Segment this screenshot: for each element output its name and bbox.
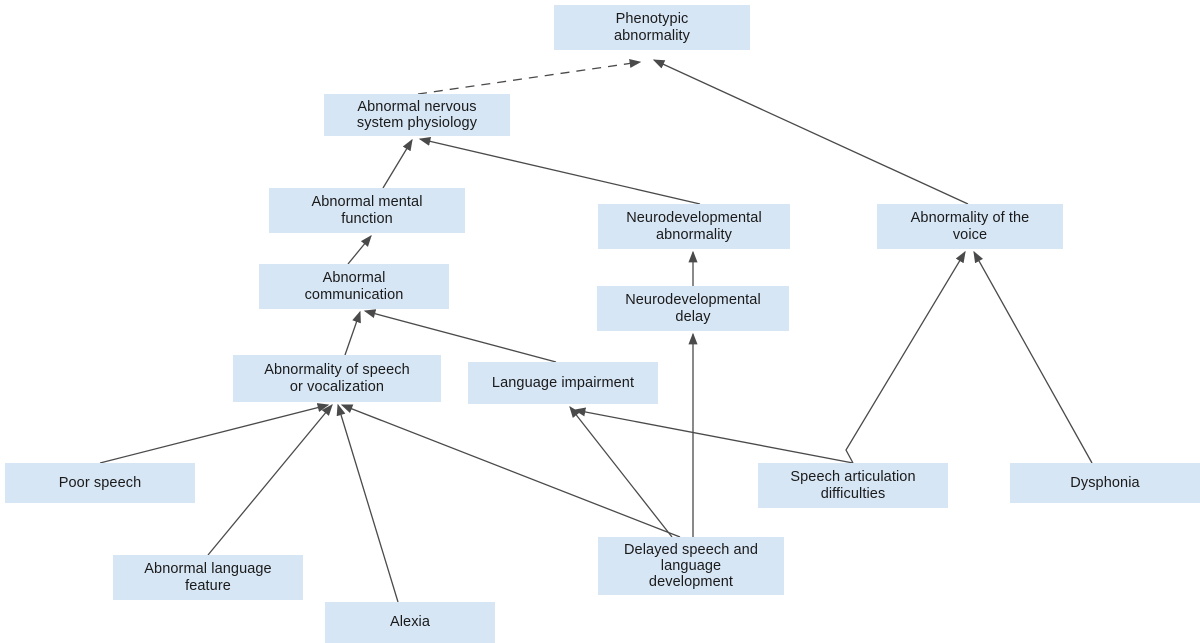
edge-abnormal_mental_function-to-abnormal_nervous_system_physiology <box>382 138 413 189</box>
edge-abnormal_language_feature-to-abnormality_of_speech_or_vocalization <box>207 403 333 556</box>
node-label: Abnormal communication <box>304 270 404 303</box>
node-abnormal_mental_function[interactable]: Abnormal mental function <box>269 188 465 233</box>
node-neurodevelopmental_abnormality[interactable]: Neurodevelopmental abnormality <box>598 204 790 249</box>
edge-poor_speech-to-abnormality_of_speech_or_vocalization <box>99 403 330 464</box>
edge-alexia-to-abnormality_of_speech_or_vocalization <box>336 403 399 603</box>
node-label: Speech articulation difficulties <box>790 469 916 502</box>
edge-dysphonia-to-abnormality_of_the_voice <box>973 250 1093 464</box>
node-abnormal_nervous_system_physiology[interactable]: Abnormal nervous system physiology <box>324 94 510 136</box>
node-label: Delayed speech and language development <box>623 541 758 591</box>
edge-speech_articulation_difficulties-to-language_impairment <box>573 407 854 464</box>
node-neurodevelopmental_delay[interactable]: Neurodevelopmental delay <box>597 286 789 331</box>
node-abnormal_language_feature[interactable]: Abnormal language feature <box>113 555 303 600</box>
edge-abnormality_of_speech_or_vocalization-to-abnormal_communication <box>344 310 361 356</box>
node-abnormality_of_the_voice[interactable]: Abnormality of the voice <box>877 204 1063 249</box>
edge-delayed_speech_and_language_development-to-language_impairment <box>569 405 673 538</box>
edge-abnormal_communication-to-abnormal_mental_function <box>347 234 372 265</box>
node-label: Neurodevelopmental abnormality <box>626 210 762 243</box>
node-label: Poor speech <box>58 474 142 491</box>
node-label: Abnormal nervous system physiology <box>356 98 478 131</box>
node-language_impairment[interactable]: Language impairment <box>468 362 658 404</box>
node-label: Abnormal mental function <box>311 194 423 227</box>
node-poor_speech[interactable]: Poor speech <box>5 463 195 503</box>
edge-abnormality_of_the_voice-to-phenotypic_abnormality <box>652 59 969 205</box>
node-phenotypic_abnormality[interactable]: Phenotypic abnormality <box>554 5 750 50</box>
edge-abnormal_nervous_system_physiology-to-phenotypic_abnormality <box>417 58 642 95</box>
edge-delayed_speech_and_language_development-to-abnormality_of_speech_or_vocalization <box>340 404 681 538</box>
node-delayed_speech_and_language_development[interactable]: Delayed speech and language development <box>598 537 784 595</box>
node-label: Abnormal language feature <box>144 561 272 594</box>
node-label: Dysphonia <box>1070 474 1140 491</box>
node-dysphonia[interactable]: Dysphonia <box>1010 463 1200 503</box>
node-label: Abnormality of the voice <box>910 210 1030 243</box>
edges-group <box>99 58 1093 603</box>
node-abnormal_communication[interactable]: Abnormal communication <box>259 264 449 309</box>
edge-speech_articulation_difficulties-to-abnormality_of_the_voice <box>845 250 966 464</box>
node-speech_articulation_difficulties[interactable]: Speech articulation difficulties <box>758 463 948 508</box>
node-abnormality_of_speech_or_vocalization[interactable]: Abnormality of speech or vocalization <box>233 355 441 402</box>
node-label: Neurodevelopmental delay <box>625 292 761 325</box>
node-alexia[interactable]: Alexia <box>325 602 495 643</box>
node-label: Alexia <box>389 614 431 631</box>
node-label: Language impairment <box>491 374 635 391</box>
node-label: Abnormality of speech or vocalization <box>264 362 410 395</box>
node-label: Phenotypic abnormality <box>613 11 691 44</box>
